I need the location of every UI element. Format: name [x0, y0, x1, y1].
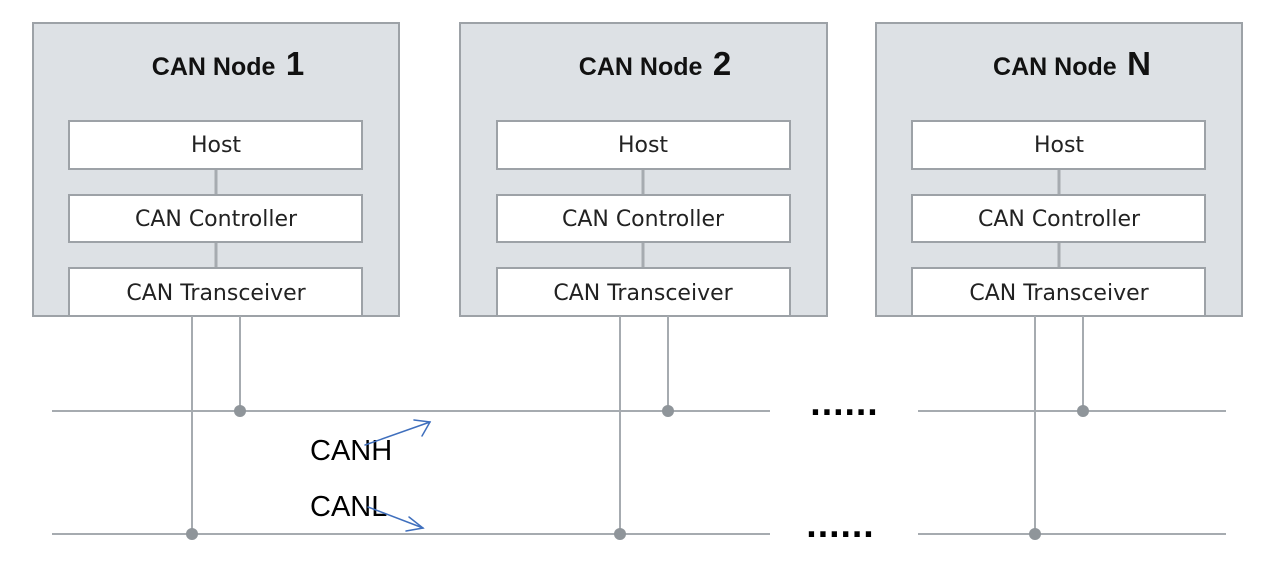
can-node-2: CAN Node 2 Host CAN Controller CAN Trans… — [459, 22, 828, 317]
junctions — [186, 405, 1089, 540]
node-title-prefix: CAN Node — [152, 53, 276, 81]
layer-can-transceiver: CAN Transceiver — [68, 267, 363, 317]
canl-arrow — [367, 506, 425, 532]
junction-dot — [662, 405, 674, 417]
layer-label: Host — [1034, 133, 1084, 158]
node-title: CAN Node 2 — [579, 45, 731, 82]
layer-label: CAN Transceiver — [969, 281, 1149, 306]
layer-label: CAN Transceiver — [126, 281, 306, 306]
layer-label: CAN Transceiver — [553, 281, 733, 306]
drop-wires — [191, 316, 1084, 534]
node-title: CAN Node 1 — [152, 45, 304, 82]
layer-can-transceiver: CAN Transceiver — [496, 267, 791, 317]
node-title-index: N — [1127, 45, 1151, 82]
junction-dot — [1077, 405, 1089, 417]
layer-can-controller: CAN Controller — [68, 194, 363, 243]
layer-label: CAN Controller — [978, 207, 1141, 232]
bus-continuation-high: ...... — [810, 388, 878, 423]
layer-can-transceiver: CAN Transceiver — [911, 267, 1206, 317]
layer-host: Host — [496, 120, 791, 170]
node-title: CAN Node N — [993, 45, 1151, 82]
layer-label: Host — [618, 133, 668, 158]
can-node-n: CAN Node N Host CAN Controller CAN Trans… — [875, 22, 1243, 317]
node-title-index: 2 — [713, 45, 731, 82]
layer-can-controller: CAN Controller — [496, 194, 791, 243]
layer-host: Host — [68, 120, 363, 170]
layer-label: CAN Controller — [562, 207, 725, 232]
junction-dot — [614, 528, 626, 540]
layer-host: Host — [911, 120, 1206, 170]
layer-label: CAN Controller — [135, 207, 298, 232]
node-title-prefix: CAN Node — [993, 53, 1117, 81]
junction-dot — [234, 405, 246, 417]
junction-dot — [1029, 528, 1041, 540]
node-title-prefix: CAN Node — [579, 53, 703, 81]
node-title-index: 1 — [286, 45, 304, 82]
bus-continuation-low: ...... — [806, 510, 874, 545]
can-node-1: CAN Node 1 Host CAN Controller CAN Trans… — [32, 22, 400, 317]
canh-arrow — [364, 419, 432, 446]
junction-dot — [186, 528, 198, 540]
canl-label: CANL — [310, 491, 387, 523]
layer-label: Host — [191, 133, 241, 158]
layer-can-controller: CAN Controller — [911, 194, 1206, 243]
